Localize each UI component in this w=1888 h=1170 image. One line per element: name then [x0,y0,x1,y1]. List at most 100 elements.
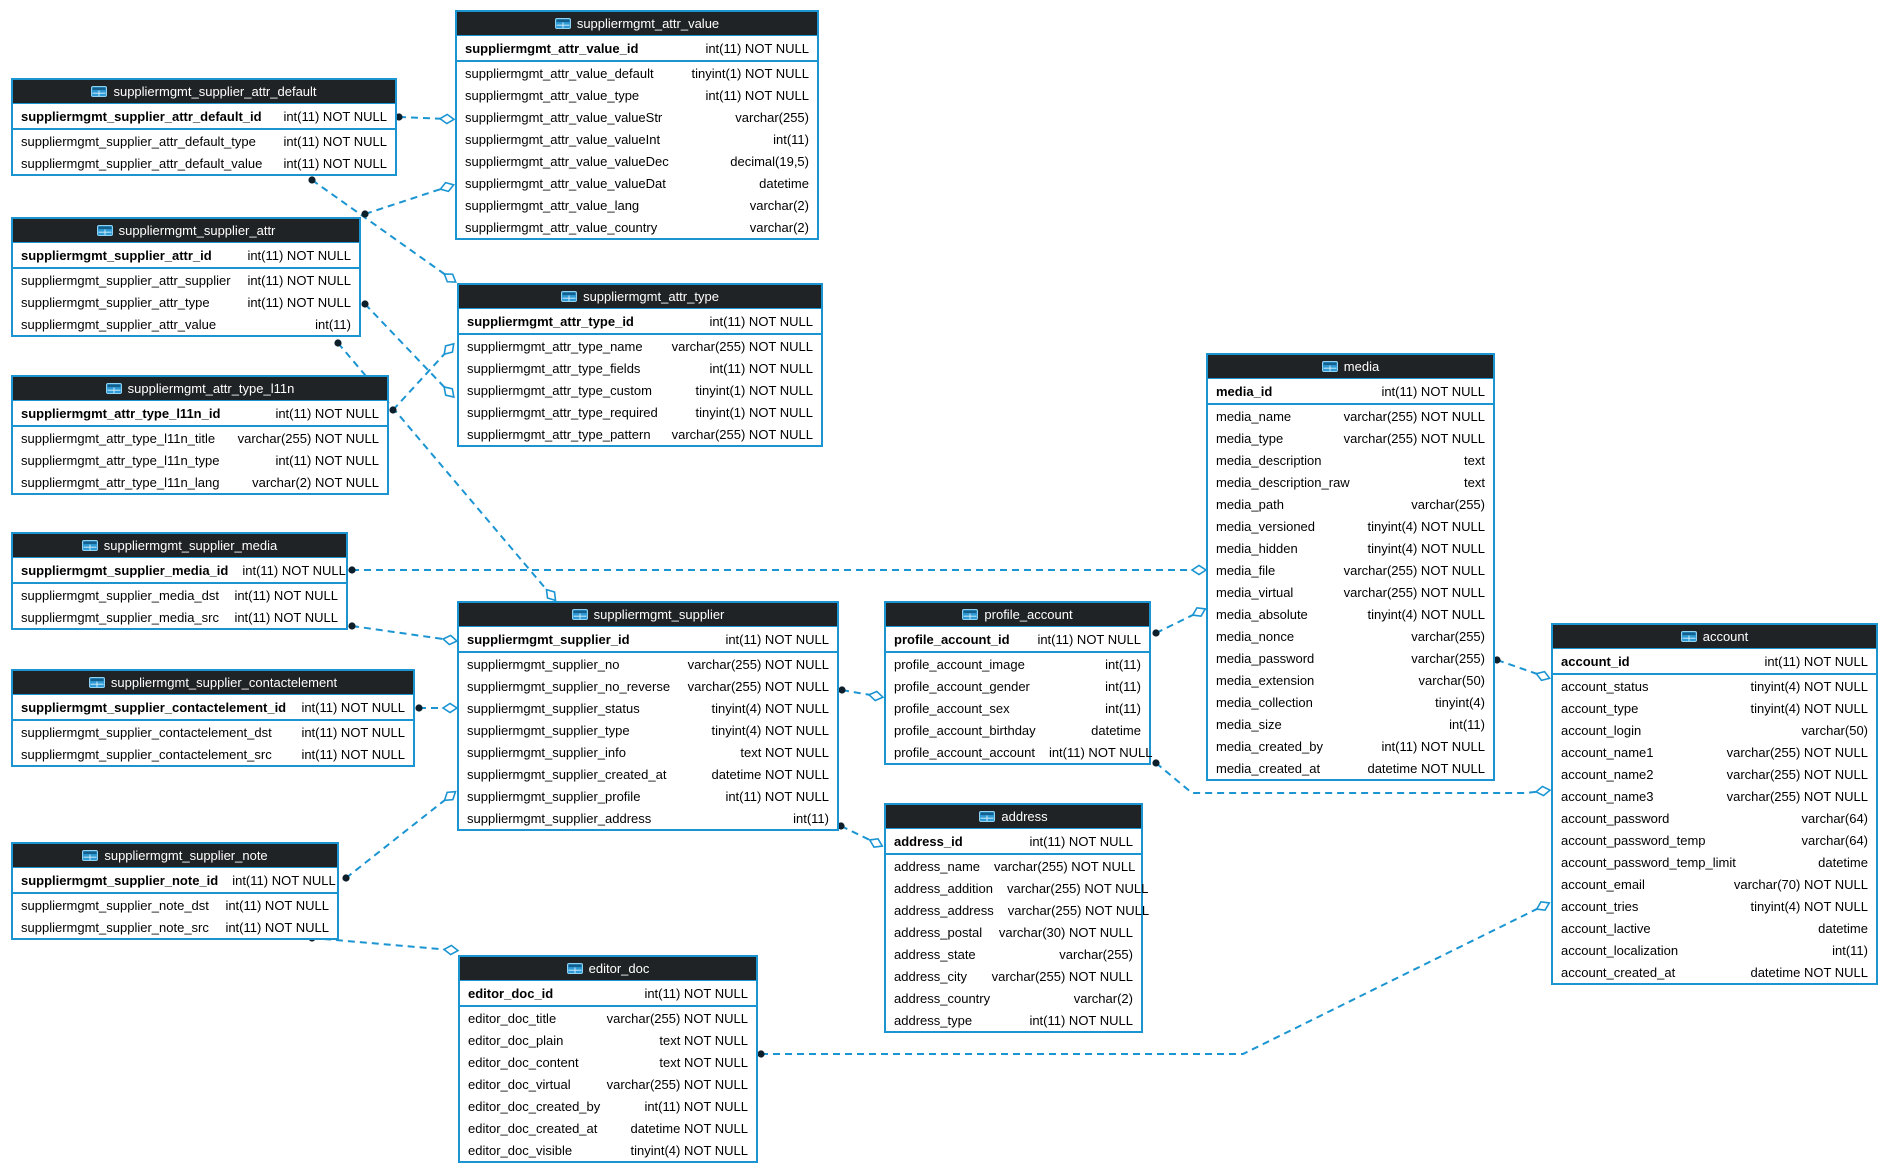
relationship-suppliermgmt_supplier_note-to-suppliermgmt_supplier[interactable] [345,795,451,879]
relationship-endpoint-dot [838,686,846,694]
table-header[interactable]: suppliermgmt_supplier_media [13,534,346,558]
relationship-suppliermgmt_supplier_attr-to-suppliermgmt_attr_value[interactable] [364,186,448,215]
table-header[interactable]: suppliermgmt_attr_value [457,12,817,36]
table-title: suppliermgmt_supplier_media [103,538,278,553]
column-name: account_status [1561,678,1649,694]
relationship-suppliermgmt_supplier-to-profile_account[interactable] [841,689,877,697]
table-header[interactable]: address [886,805,1141,829]
table-header[interactable]: editor_doc [460,957,756,981]
column-name: address_postal [894,924,983,940]
table-header[interactable]: suppliermgmt_supplier_attr_default [13,80,395,104]
table-header[interactable]: account [1553,625,1876,649]
column-type: int(11) NOT NULL [705,40,809,56]
column-type: tinyint(4) NOT NULL [1367,518,1485,534]
column-type: tinyint(4) NOT NULL [1367,540,1485,556]
column-row: suppliermgmt_supplier_contactelement_dst… [13,721,413,743]
relationship-endpoint-dot [389,406,397,414]
table-suppliermgmt_supplier[interactable]: suppliermgmt_supplier suppliermgmt_suppli… [457,601,839,831]
table-header[interactable]: suppliermgmt_supplier_attr [13,219,359,243]
table-title: suppliermgmt_supplier [593,607,725,622]
column-type: text NOT NULL [659,1054,748,1070]
column-type: varchar(255) [1411,628,1485,644]
relationship-endpoint-diamond [1190,564,1208,576]
column-type: varchar(255) NOT NULL [687,656,829,672]
table-header[interactable]: suppliermgmt_supplier [459,603,837,627]
column-name: suppliermgmt_attr_type_l11n_id [21,405,221,421]
table-header[interactable]: suppliermgmt_supplier_note [13,844,337,868]
table-title: suppliermgmt_attr_type [583,289,719,304]
column-name: suppliermgmt_attr_value_valueStr [465,109,663,125]
column-name: suppliermgmt_attr_type_id [467,313,634,329]
table-header[interactable]: profile_account [886,603,1149,627]
column-name: media_versioned [1216,518,1316,534]
relationship-suppliermgmt_supplier_attr_default-to-suppliermgmt_attr_value[interactable] [398,116,448,120]
column-name: account_localization [1561,942,1679,958]
column-name: profile_account_sex [894,700,1010,716]
relationship-endpoint-dot [415,704,423,712]
table-suppliermgmt_attr_type_l11n[interactable]: suppliermgmt_attr_type_l11n suppliermgmt_… [11,375,389,495]
table-header[interactable]: media [1208,355,1493,379]
table-suppliermgmt_supplier_media[interactable]: suppliermgmt_supplier_media suppliermgmt_… [11,532,348,630]
column-name: address_id [894,833,963,849]
table-grid-icon [88,677,105,688]
column-name: suppliermgmt_supplier_id [467,631,630,647]
column-name: suppliermgmt_supplier_attr_default_id [21,108,262,124]
column-type: text NOT NULL [740,744,829,760]
column-type: int(11) NOT NULL [725,631,829,647]
relationship-endpoint-diamond [867,690,885,702]
column-type: varchar(255) NOT NULL [606,1010,748,1026]
relationship-suppliermgmt_attr_type_l11n-to-suppliermgmt_attr_type[interactable] [392,348,450,411]
column-type: varchar(70) NOT NULL [1733,876,1868,892]
column-type: varchar(2) [749,197,809,213]
relationship-profile_account-to-media[interactable] [1155,611,1200,634]
column-type: datetime NOT NULL [1367,760,1485,776]
column-type: int(11) NOT NULL [709,313,813,329]
column-name: media_collection [1216,694,1313,710]
table-header[interactable]: suppliermgmt_supplier_contactelement [13,671,413,695]
relationship-suppliermgmt_supplier-to-address[interactable] [840,825,877,844]
table-header[interactable]: suppliermgmt_attr_type_l11n [13,377,387,401]
relationship-suppliermgmt_supplier_media-to-suppliermgmt_supplier[interactable] [351,625,451,641]
column-type: int(11) NOT NULL [301,724,405,740]
relationship-endpoint-dot [348,622,356,630]
column-name: suppliermgmt_supplier_media_id [21,562,229,578]
column-name: suppliermgmt_supplier_attr_default_value [21,155,263,171]
table-header[interactable]: suppliermgmt_attr_type [459,285,821,309]
relationship-media-to-account[interactable] [1496,659,1544,677]
table-title: suppliermgmt_supplier_attr_default [113,84,317,99]
column-name: suppliermgmt_attr_type_custom [467,382,652,398]
column-type: int(11) NOT NULL [709,360,813,376]
relationship-editor_doc-to-account[interactable] [761,905,1544,1055]
column-name: suppliermgmt_attr_value_default [465,65,654,81]
column-name: media_type [1216,430,1284,446]
table-suppliermgmt_attr_type[interactable]: suppliermgmt_attr_type suppliermgmt_attr_… [457,283,823,447]
column-type: varchar(255) NOT NULL [991,968,1133,984]
